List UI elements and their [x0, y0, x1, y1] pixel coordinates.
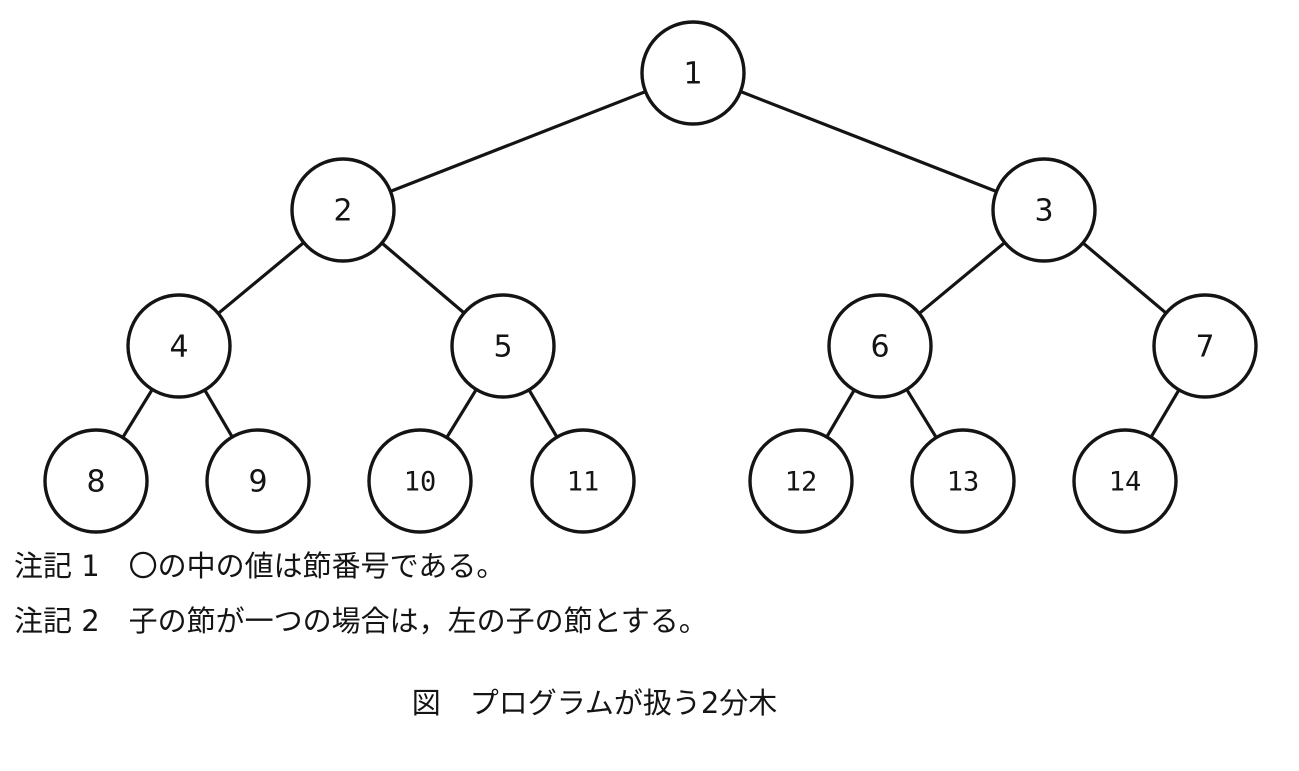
tree-node-label-2: 2 [333, 194, 352, 229]
tree-node-13[interactable]: 13 [910, 428, 1016, 534]
tree-edge-7-14 [1149, 388, 1181, 439]
tree-node-label-9: 9 [248, 465, 267, 500]
tree-edge-4-8 [121, 387, 154, 440]
tree-node-5[interactable]: 5 [450, 293, 556, 399]
tree-node-2[interactable]: 2 [290, 157, 396, 263]
note-line-2: 注記 2 子の節が一つの場合は，左の子の節とする。 [14, 604, 708, 638]
tree-node-circle-5 [450, 293, 556, 399]
tree-node-9[interactable]: 9 [205, 428, 311, 534]
tree-node-label-4: 4 [169, 330, 188, 365]
tree-node-12[interactable]: 12 [748, 428, 854, 534]
tree-edge-6-13 [905, 387, 938, 440]
tree-node-label-12: 12 [785, 467, 818, 498]
tree-node-14[interactable]: 14 [1072, 428, 1178, 534]
tree-node-circle-4 [126, 293, 232, 399]
tree-edge-1-3 [738, 89, 999, 194]
tree-edge-4-9 [203, 388, 234, 439]
tree-node-circle-11 [530, 428, 636, 534]
tree-edge-5-11 [527, 388, 559, 439]
tree-node-label-8: 8 [86, 465, 105, 500]
tree-node-circle-13 [910, 428, 1016, 534]
tree-node-circle-3 [991, 157, 1097, 263]
tree-node-label-7: 7 [1195, 330, 1214, 365]
tree-edge-5-10 [445, 387, 478, 440]
tree-edge-3-6 [917, 240, 1007, 316]
tree-node-7[interactable]: 7 [1152, 293, 1258, 399]
edge-layer [121, 89, 1181, 440]
tree-node-6[interactable]: 6 [827, 293, 933, 399]
tree-node-label-10: 10 [404, 467, 437, 498]
tree-edge-3-7 [1081, 241, 1168, 315]
tree-node-label-11: 11 [567, 467, 600, 498]
tree-node-8[interactable]: 8 [43, 428, 149, 534]
tree-node-circle-6 [827, 293, 933, 399]
tree-node-label-5: 5 [493, 330, 512, 365]
tree-edge-2-4 [216, 240, 306, 316]
tree-node-10[interactable]: 10 [367, 428, 473, 534]
tree-node-circle-1 [640, 20, 746, 126]
figure-title: 図 プログラムが扱う2分木 [411, 686, 778, 720]
tree-node-1[interactable]: 1 [640, 20, 746, 126]
tree-node-label-1: 1 [683, 57, 702, 92]
tree-node-circle-8 [43, 428, 149, 534]
tree-node-circle-10 [367, 428, 473, 534]
tree-node-circle-12 [748, 428, 854, 534]
tree-node-label-13: 13 [947, 467, 980, 498]
tree-edge-1-2 [388, 89, 648, 194]
tree-node-label-14: 14 [1109, 467, 1142, 498]
tree-edge-6-12 [825, 388, 856, 439]
tree-node-11[interactable]: 11 [530, 428, 636, 534]
figure-captions: 注記 1 〇の中の値は節番号である。 注記 2 子の節が一つの場合は，左の子の節… [0, 540, 1299, 722]
tree-node-label-3: 3 [1034, 194, 1053, 229]
tree-node-circle-14 [1072, 428, 1178, 534]
tree-node-circle-2 [290, 157, 396, 263]
tree-node-circle-7 [1152, 293, 1258, 399]
tree-node-label-6: 6 [870, 330, 889, 365]
tree-node-4[interactable]: 4 [126, 293, 232, 399]
note-line-1: 注記 1 〇の中の値は節番号である。 [14, 549, 506, 583]
tree-node-circle-9 [205, 428, 311, 534]
tree-edge-2-5 [380, 241, 466, 315]
tree-node-3[interactable]: 3 [991, 157, 1097, 263]
